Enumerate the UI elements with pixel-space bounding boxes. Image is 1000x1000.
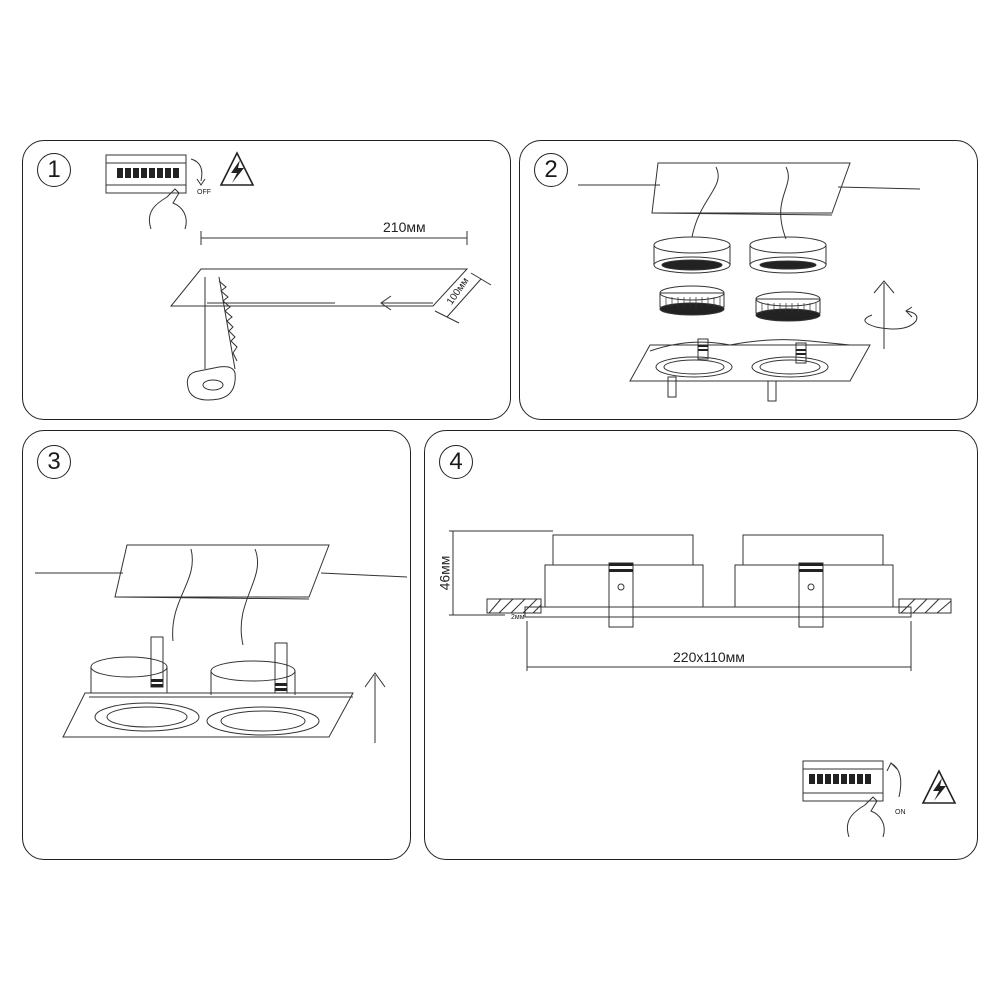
size-dimension-label: 220х110мм	[673, 649, 745, 665]
step-4-number: 4	[439, 445, 473, 479]
rotate-arrow-icon	[865, 281, 917, 349]
lamp-housing-right	[750, 237, 826, 273]
height-dimension-label: 46мм	[436, 555, 453, 591]
breaker-panel-icon	[106, 155, 205, 229]
switch-off-label: OFF	[197, 189, 211, 196]
step-1-drawing	[23, 141, 512, 421]
step-3-number: 3	[37, 445, 71, 479]
lamp-housing-left	[654, 237, 730, 273]
installed-frame	[63, 637, 353, 737]
ceiling-left	[487, 599, 541, 613]
step-4-drawing	[425, 431, 979, 861]
step-3-panel: 3	[22, 430, 411, 860]
switch-on-label: ON	[895, 809, 906, 816]
step-2-number: 2	[534, 153, 568, 187]
breaker-panel-icon	[803, 761, 901, 837]
step-2-drawing	[520, 141, 979, 421]
ceiling-right	[899, 599, 951, 613]
step-2-panel: 2	[519, 140, 978, 420]
lamp-right	[756, 292, 820, 321]
installed-fixture-side	[525, 535, 911, 627]
thickness-dimension-label: 2мм	[511, 614, 525, 621]
step-1-number: 1	[37, 153, 71, 187]
step-4-panel: 4	[424, 430, 978, 860]
step-1-panel: 1	[22, 140, 511, 420]
width-dimension-label: 210мм	[383, 219, 426, 235]
electric-hazard-icon	[923, 771, 955, 803]
jigsaw-icon	[187, 277, 237, 400]
step-3-drawing	[23, 431, 412, 861]
electric-hazard-icon	[221, 153, 253, 185]
lamp-left	[660, 286, 724, 315]
double-frame	[630, 339, 870, 401]
